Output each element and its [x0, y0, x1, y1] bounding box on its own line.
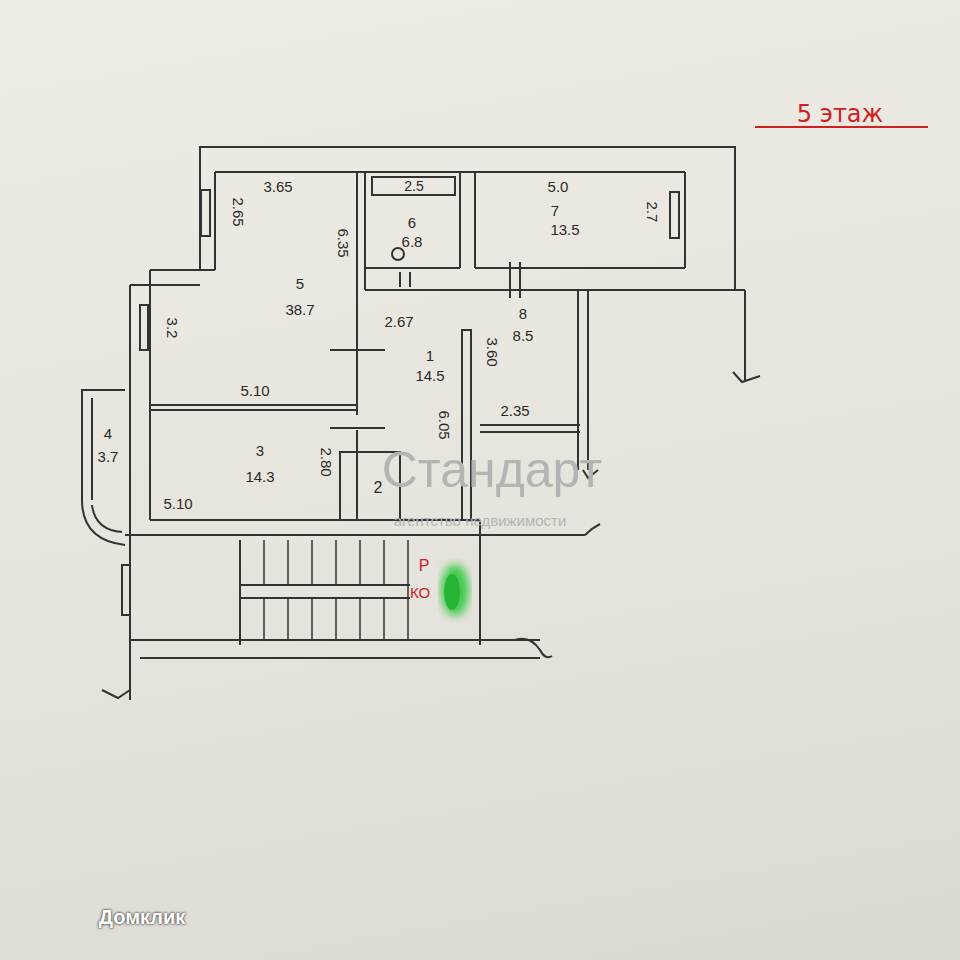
watermark: агентство недвижимости: [394, 513, 567, 528]
dimension-label: 6: [408, 215, 416, 230]
dimension-label: 2.7: [645, 202, 660, 223]
dimension-label: 8: [519, 306, 527, 321]
dimension-label: 3.2: [165, 318, 180, 339]
floor-title: 5 этаж: [797, 102, 883, 126]
dimension-label: 8.5: [513, 328, 534, 343]
dimension-label: 4: [104, 426, 112, 441]
dimension-label: 14.3: [245, 469, 274, 484]
dimension-label: 2.35: [500, 403, 529, 418]
note-mark: Р: [419, 558, 430, 574]
dimension-label: 5: [296, 276, 304, 291]
note-mark: КО: [410, 585, 430, 600]
dimension-label: 38.7: [285, 302, 314, 317]
dimension-label: 5.10: [163, 496, 192, 511]
dimension-label: 5.10: [240, 383, 269, 398]
dimension-label: 14.5: [415, 368, 444, 383]
dimension-label: 1: [426, 348, 434, 363]
dimension-label: 2.5: [404, 179, 423, 193]
dimension-label: 2.80: [319, 447, 334, 476]
dimension-label: 3: [256, 443, 264, 458]
dimension-label: 6.35: [336, 228, 351, 257]
dimension-label: 3.65: [263, 179, 292, 194]
watermark: Домклик: [99, 907, 186, 927]
dimension-label: 2.67: [384, 314, 413, 329]
dimension-label: 13.5: [550, 222, 579, 237]
dimension-label: 5.0: [548, 179, 569, 194]
watermark: Стандарт: [382, 445, 602, 495]
dimension-label: 2.65: [231, 197, 246, 226]
dimension-label: 6.8: [402, 234, 423, 249]
dimension-label: 3.7: [98, 449, 119, 464]
dimension-label: 6.05: [437, 410, 452, 439]
dimension-label: 7: [551, 203, 559, 218]
dimension-label: 2: [374, 480, 383, 496]
dimension-label: 3.60: [485, 337, 500, 366]
